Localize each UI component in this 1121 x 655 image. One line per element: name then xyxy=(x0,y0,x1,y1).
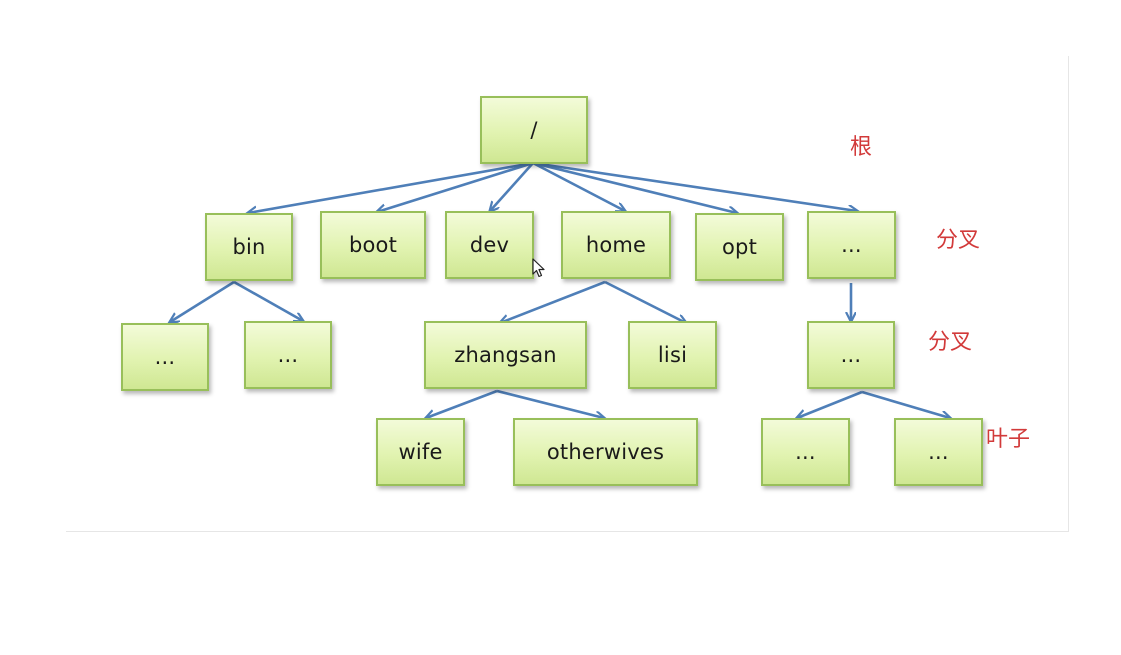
node-wife-label: wife xyxy=(398,440,443,464)
node-dev: dev xyxy=(445,211,534,279)
node-leaf-2-label: ... xyxy=(928,440,949,464)
node-leaf-2: ... xyxy=(894,418,983,486)
node-bin-child-2-label: ... xyxy=(277,343,299,367)
node-leaf-1-label: ... xyxy=(795,440,816,464)
node-more-label: ... xyxy=(841,233,862,257)
node-more-child-label: ... xyxy=(840,343,862,367)
mouse-cursor-icon xyxy=(532,258,545,278)
node-dev-label: dev xyxy=(469,233,510,257)
node-home: home xyxy=(561,211,671,279)
node-more-child: ... xyxy=(807,321,895,389)
annotation-branch-1: 分叉 xyxy=(936,228,981,253)
node-boot-label: boot xyxy=(348,233,398,257)
node-lisi-label: lisi xyxy=(657,343,688,367)
annotation-leaf: 叶子 xyxy=(986,427,1031,452)
node-bin-child-2: ... xyxy=(244,321,332,389)
node-opt: opt xyxy=(695,213,784,281)
node-bin: bin xyxy=(205,213,293,281)
annotation-branch-2: 分叉 xyxy=(928,330,973,355)
node-zhangsan: zhangsan xyxy=(424,321,587,389)
node-root: / xyxy=(480,96,588,164)
node-home-label: home xyxy=(585,233,647,257)
node-bin-child-1: ... xyxy=(121,323,209,391)
node-bin-label: bin xyxy=(232,235,266,259)
node-root-label: / xyxy=(530,118,538,142)
node-bin-child-1-label: ... xyxy=(154,345,176,369)
node-boot: boot xyxy=(320,211,426,279)
node-otherwives: otherwives xyxy=(513,418,698,486)
node-leaf-1: ... xyxy=(761,418,850,486)
node-otherwives-label: otherwives xyxy=(546,440,665,464)
node-wife: wife xyxy=(376,418,465,486)
node-opt-label: opt xyxy=(721,235,757,259)
node-lisi: lisi xyxy=(628,321,717,389)
node-zhangsan-label: zhangsan xyxy=(454,343,557,367)
annotation-root: 根 xyxy=(850,135,873,160)
node-more: ... xyxy=(807,211,896,279)
